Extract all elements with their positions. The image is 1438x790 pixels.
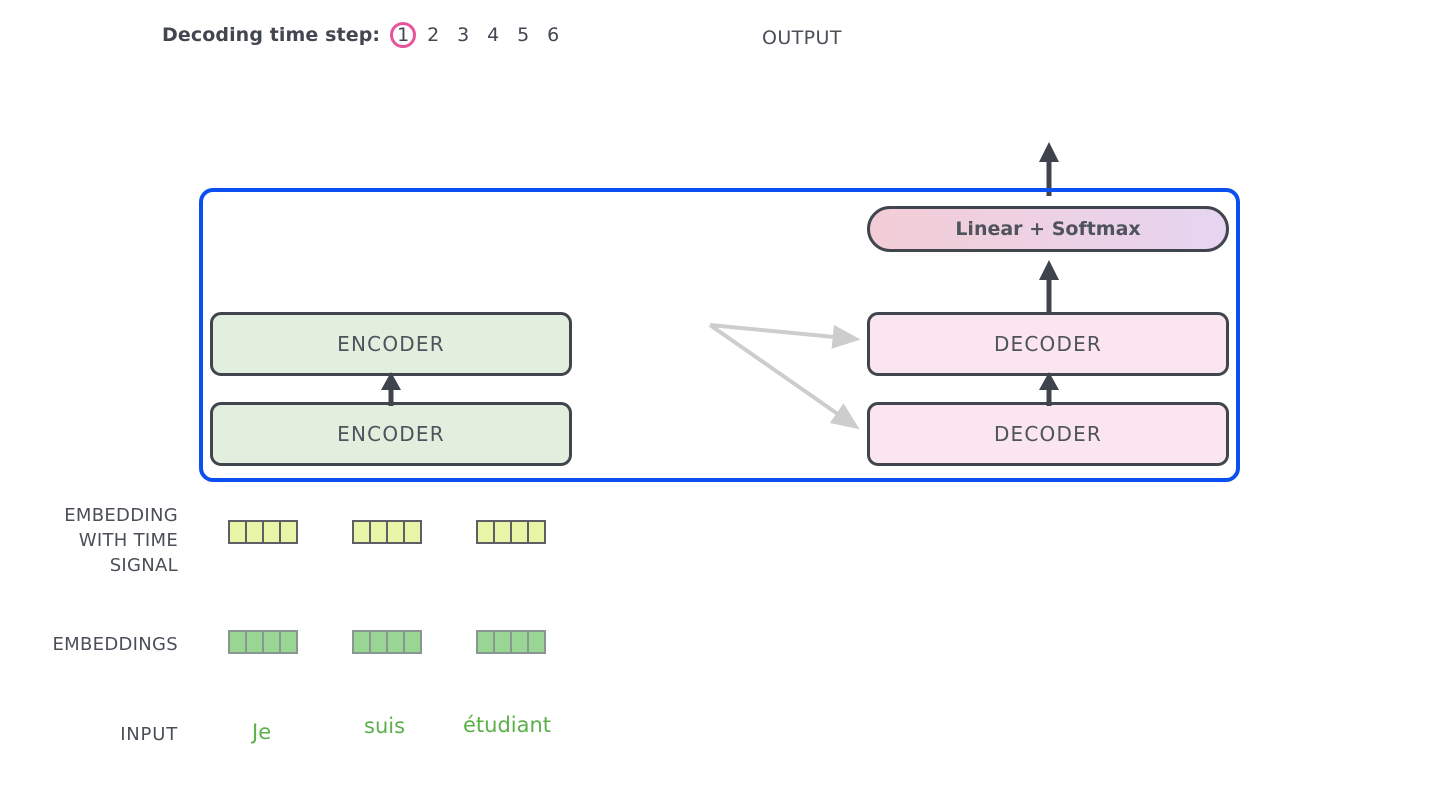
timestep-step-2[interactable]: 2 xyxy=(427,24,440,46)
timestep-step-3[interactable]: 3 xyxy=(457,24,470,46)
timestep-step-1[interactable]: 1 xyxy=(388,20,418,50)
time-signal-vector-je xyxy=(228,520,298,544)
linear-softmax-block[interactable]: Linear + Softmax xyxy=(867,206,1229,252)
embeddings-label: EMBEDDINGS xyxy=(52,634,178,655)
vector-cell xyxy=(403,630,422,654)
vector-cell xyxy=(279,630,298,654)
timestep-step-6[interactable]: 6 xyxy=(547,24,560,46)
decoding-timestep-bar: Decoding time step: 1 2 3 4 5 6 xyxy=(162,20,568,50)
embedding-vector-suis xyxy=(352,630,422,654)
decoder-block-bottom[interactable]: DECODER xyxy=(867,402,1229,466)
decoder-block-top[interactable]: DECODER xyxy=(867,312,1229,376)
embedding-with-time-signal-line-3: SIGNAL xyxy=(109,555,178,576)
embedding-with-time-signal-line-2: WITH TIME xyxy=(78,530,178,551)
timestep-step-4[interactable]: 4 xyxy=(487,24,500,46)
timestep-step-list: 1 2 3 4 5 6 xyxy=(388,20,568,50)
transformer-model-container xyxy=(199,188,1240,482)
vector-cell xyxy=(279,520,298,544)
decoder-to-linear-arrow xyxy=(1039,260,1059,314)
embedding-with-time-signal-line-1: EMBEDDING xyxy=(64,505,178,526)
vector-cell xyxy=(527,520,546,544)
embedding-vector-etudiant xyxy=(476,630,546,654)
timestep-step-5[interactable]: 5 xyxy=(517,24,530,46)
encoder-block-bottom[interactable]: ENCODER xyxy=(210,402,572,466)
time-signal-vector-etudiant xyxy=(476,520,546,544)
vector-cell xyxy=(403,520,422,544)
input-word-suis: suis xyxy=(364,714,406,738)
encoder-block-top[interactable]: ENCODER xyxy=(210,312,572,376)
encoder-to-encoder-arrow xyxy=(381,372,401,406)
input-label: INPUT xyxy=(120,724,178,745)
encoder-to-decoder-arrows xyxy=(708,323,861,430)
vector-cell xyxy=(527,630,546,654)
input-word-je: Je xyxy=(252,720,272,744)
time-signal-vector-suis xyxy=(352,520,422,544)
decoder-to-decoder-arrow xyxy=(1039,372,1059,406)
embedding-with-time-signal-label: EMBEDDING WITH TIME SIGNAL xyxy=(0,503,178,578)
embedding-vector-je xyxy=(228,630,298,654)
input-word-etudiant: étudiant xyxy=(463,713,552,737)
output-label: OUTPUT xyxy=(762,27,842,49)
decoding-timestep-label: Decoding time step: xyxy=(162,24,381,46)
